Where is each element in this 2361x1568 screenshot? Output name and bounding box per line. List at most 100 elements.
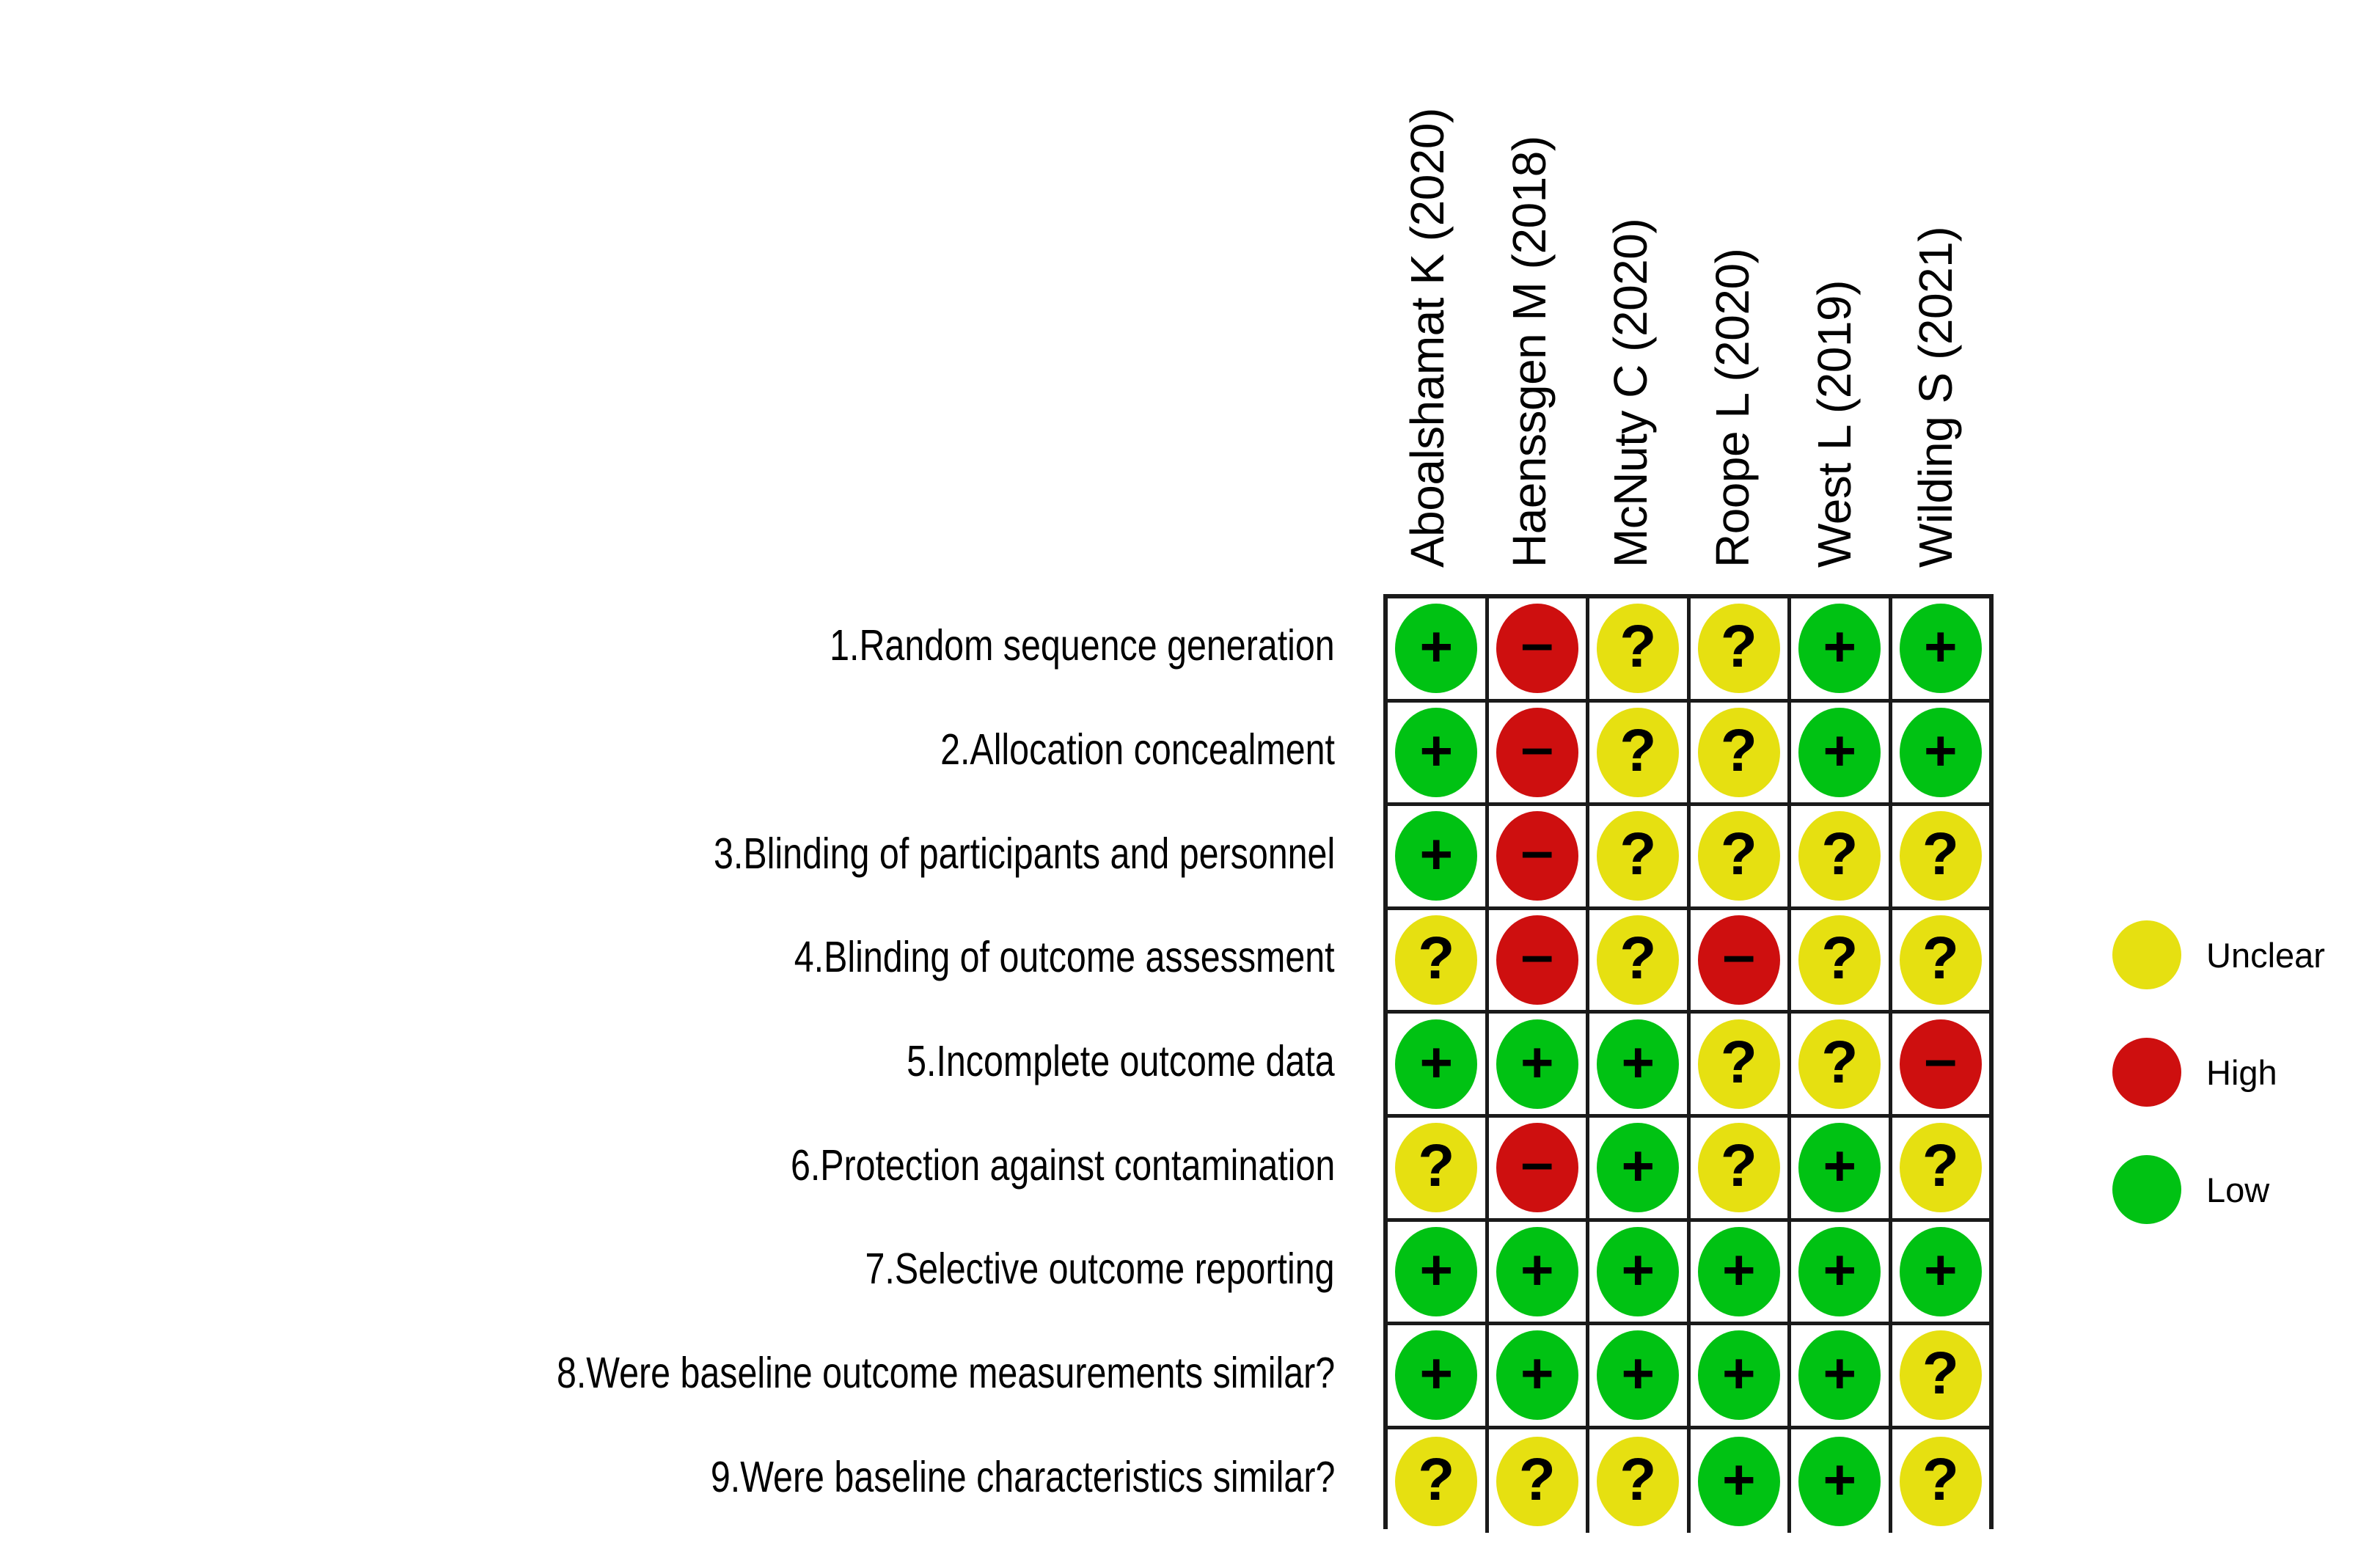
matrix-cell-r3-c4[interactable]: ? — [1690, 806, 1791, 906]
judgement-glyph: ? — [1720, 717, 1757, 784]
matrix-cell-r4-c2[interactable]: – — [1488, 909, 1589, 1011]
legend-swatch-unclear-icon — [2112, 920, 2181, 989]
judgement-glyph: + — [1923, 717, 1958, 783]
matrix-cell-r9-c1[interactable]: ? — [1388, 1429, 1489, 1534]
judgement-unclear-icon: ? — [1597, 707, 1680, 797]
matrix-cell-r3-c1[interactable]: + — [1388, 806, 1489, 906]
matrix-cell-r1-c3[interactable]: ? — [1589, 598, 1691, 699]
judgement-glyph: + — [1923, 614, 1958, 679]
judgement-glyph: ? — [1619, 821, 1657, 888]
matrix-cell-r5-c3[interactable]: + — [1589, 1014, 1691, 1114]
matrix-cell-r4-c6[interactable]: ? — [1892, 909, 1989, 1011]
matrix-cell-r8-c6[interactable]: ? — [1892, 1325, 1989, 1426]
matrix-cell-r9-c2[interactable]: ? — [1488, 1429, 1589, 1534]
matrix-cell-r6-c5[interactable]: + — [1791, 1117, 1892, 1218]
row-label-3: 3.Blinding of participants and personnel — [713, 829, 1335, 878]
matrix-cell-r3-c5[interactable]: ? — [1791, 806, 1892, 906]
matrix-cell-r7-c6[interactable]: + — [1892, 1221, 1989, 1322]
matrix-cell-r2-c1[interactable]: + — [1388, 702, 1489, 803]
judgement-low-icon: + — [1395, 707, 1478, 797]
matrix-cell-r2-c6[interactable]: + — [1892, 702, 1989, 803]
judgement-glyph: + — [1419, 717, 1454, 783]
matrix-cell-r9-c5[interactable]: + — [1791, 1429, 1892, 1534]
matrix-cell-r3-c3[interactable]: ? — [1589, 806, 1691, 906]
matrix-cell-r7-c1[interactable]: + — [1388, 1221, 1489, 1322]
judgement-low-icon: + — [1798, 604, 1881, 694]
matrix-cell-r6-c6[interactable]: ? — [1892, 1117, 1989, 1218]
judgement-glyph: + — [1923, 1237, 1958, 1302]
matrix-cell-r5-c2[interactable]: + — [1488, 1014, 1589, 1114]
matrix-row: ???++? — [1388, 1429, 1989, 1534]
legend-label: Low — [2206, 1170, 2270, 1209]
matrix-cell-r7-c2[interactable]: + — [1488, 1221, 1589, 1322]
judgement-low-icon: + — [1798, 1226, 1881, 1316]
matrix-cell-r2-c3[interactable]: ? — [1589, 702, 1691, 803]
matrix-cell-r8-c4[interactable]: + — [1690, 1325, 1791, 1426]
judgement-low-icon: + — [1899, 604, 1982, 694]
judgement-glyph: + — [1721, 1237, 1756, 1302]
judgement-low-icon: + — [1395, 1019, 1478, 1109]
judgement-unclear-icon: ? — [1597, 915, 1680, 1005]
judgement-glyph: + — [1419, 614, 1454, 679]
matrix-cell-r1-c1[interactable]: + — [1388, 598, 1489, 699]
matrix-cell-r3-c2[interactable]: – — [1488, 806, 1589, 906]
judgement-glyph: + — [1823, 1446, 1857, 1512]
judgement-low-icon: + — [1496, 1019, 1578, 1109]
matrix-cell-r1-c2[interactable]: – — [1488, 598, 1589, 699]
column-header-label: McNuty C (2020) — [1604, 218, 1658, 568]
judgement-glyph: ? — [1922, 925, 1959, 992]
judgement-high-icon: – — [1496, 604, 1578, 694]
column-header-row: Aboalshamat K (2020)Haenssgen M (2018)Mc… — [1383, 0, 1994, 594]
matrix-cell-r4-c4[interactable]: – — [1690, 909, 1791, 1011]
judgement-glyph: + — [1823, 614, 1857, 679]
matrix-cell-r6-c4[interactable]: ? — [1690, 1117, 1791, 1218]
matrix-cell-r4-c1[interactable]: ? — [1388, 909, 1489, 1011]
judgement-glyph: ? — [1418, 1446, 1455, 1513]
matrix-cell-r7-c3[interactable]: + — [1589, 1221, 1691, 1322]
matrix-cell-r9-c3[interactable]: ? — [1589, 1429, 1691, 1534]
matrix-cell-r9-c4[interactable]: + — [1690, 1429, 1791, 1534]
matrix-cell-r8-c5[interactable]: + — [1791, 1325, 1892, 1426]
matrix-cell-r9-c6[interactable]: ? — [1892, 1429, 1989, 1534]
judgement-unclear-icon: ? — [1697, 1123, 1780, 1213]
matrix-cell-r8-c2[interactable]: + — [1488, 1325, 1589, 1426]
matrix-cell-r8-c3[interactable]: + — [1589, 1325, 1691, 1426]
legend-item-low: Low — [2112, 1131, 2361, 1248]
matrix-row: +++++? — [1388, 1325, 1989, 1429]
matrix-cell-r1-c5[interactable]: + — [1791, 598, 1892, 699]
matrix-cell-r4-c5[interactable]: ? — [1791, 909, 1892, 1011]
matrix-cell-r4-c3[interactable]: ? — [1589, 909, 1691, 1011]
judgement-high-icon: – — [1496, 707, 1578, 797]
matrix-cell-r5-c4[interactable]: ? — [1690, 1014, 1791, 1114]
matrix-cell-r6-c2[interactable]: – — [1488, 1117, 1589, 1218]
column-header-label: West L (2019) — [1807, 280, 1861, 568]
judgement-low-icon: + — [1798, 707, 1881, 797]
matrix-cell-r1-c6[interactable]: + — [1892, 598, 1989, 699]
matrix-cell-r5-c5[interactable]: ? — [1791, 1014, 1892, 1114]
matrix-cell-r3-c6[interactable]: ? — [1892, 806, 1989, 906]
row-label-5: 5.Incomplete outcome data — [907, 1036, 1335, 1085]
matrix-cell-r1-c4[interactable]: ? — [1690, 598, 1791, 699]
matrix-cell-r2-c2[interactable]: – — [1488, 702, 1589, 803]
matrix-cell-r2-c4[interactable]: ? — [1690, 702, 1791, 803]
matrix-cell-r5-c1[interactable]: + — [1388, 1014, 1489, 1114]
judgement-glyph: – — [1924, 1025, 1958, 1091]
legend-swatch-high-icon — [2112, 1038, 2181, 1107]
judgement-glyph: ? — [1720, 1028, 1757, 1096]
judgement-low-icon: + — [1496, 1226, 1578, 1316]
matrix-cell-r7-c5[interactable]: + — [1791, 1221, 1892, 1322]
judgement-low-icon: + — [1395, 1226, 1478, 1316]
judgement-low-icon: + — [1597, 1019, 1680, 1109]
judgement-unclear-icon: ? — [1395, 1436, 1478, 1526]
matrix-cell-r5-c6[interactable]: – — [1892, 1014, 1989, 1114]
matrix-cell-r2-c5[interactable]: + — [1791, 702, 1892, 803]
judgement-glyph: ? — [1922, 1446, 1959, 1513]
row-label-7: 7.Selective outcome reporting — [865, 1245, 1335, 1294]
matrix-cell-r6-c1[interactable]: ? — [1388, 1117, 1489, 1218]
judgement-glyph: + — [1823, 1237, 1857, 1302]
matrix-cell-r7-c4[interactable]: + — [1690, 1221, 1791, 1322]
row-label-6: 6.Protection against contamination — [790, 1140, 1335, 1190]
judgement-low-icon: + — [1597, 1226, 1680, 1316]
matrix-cell-r8-c1[interactable]: + — [1388, 1325, 1489, 1426]
matrix-cell-r6-c3[interactable]: + — [1589, 1117, 1691, 1218]
